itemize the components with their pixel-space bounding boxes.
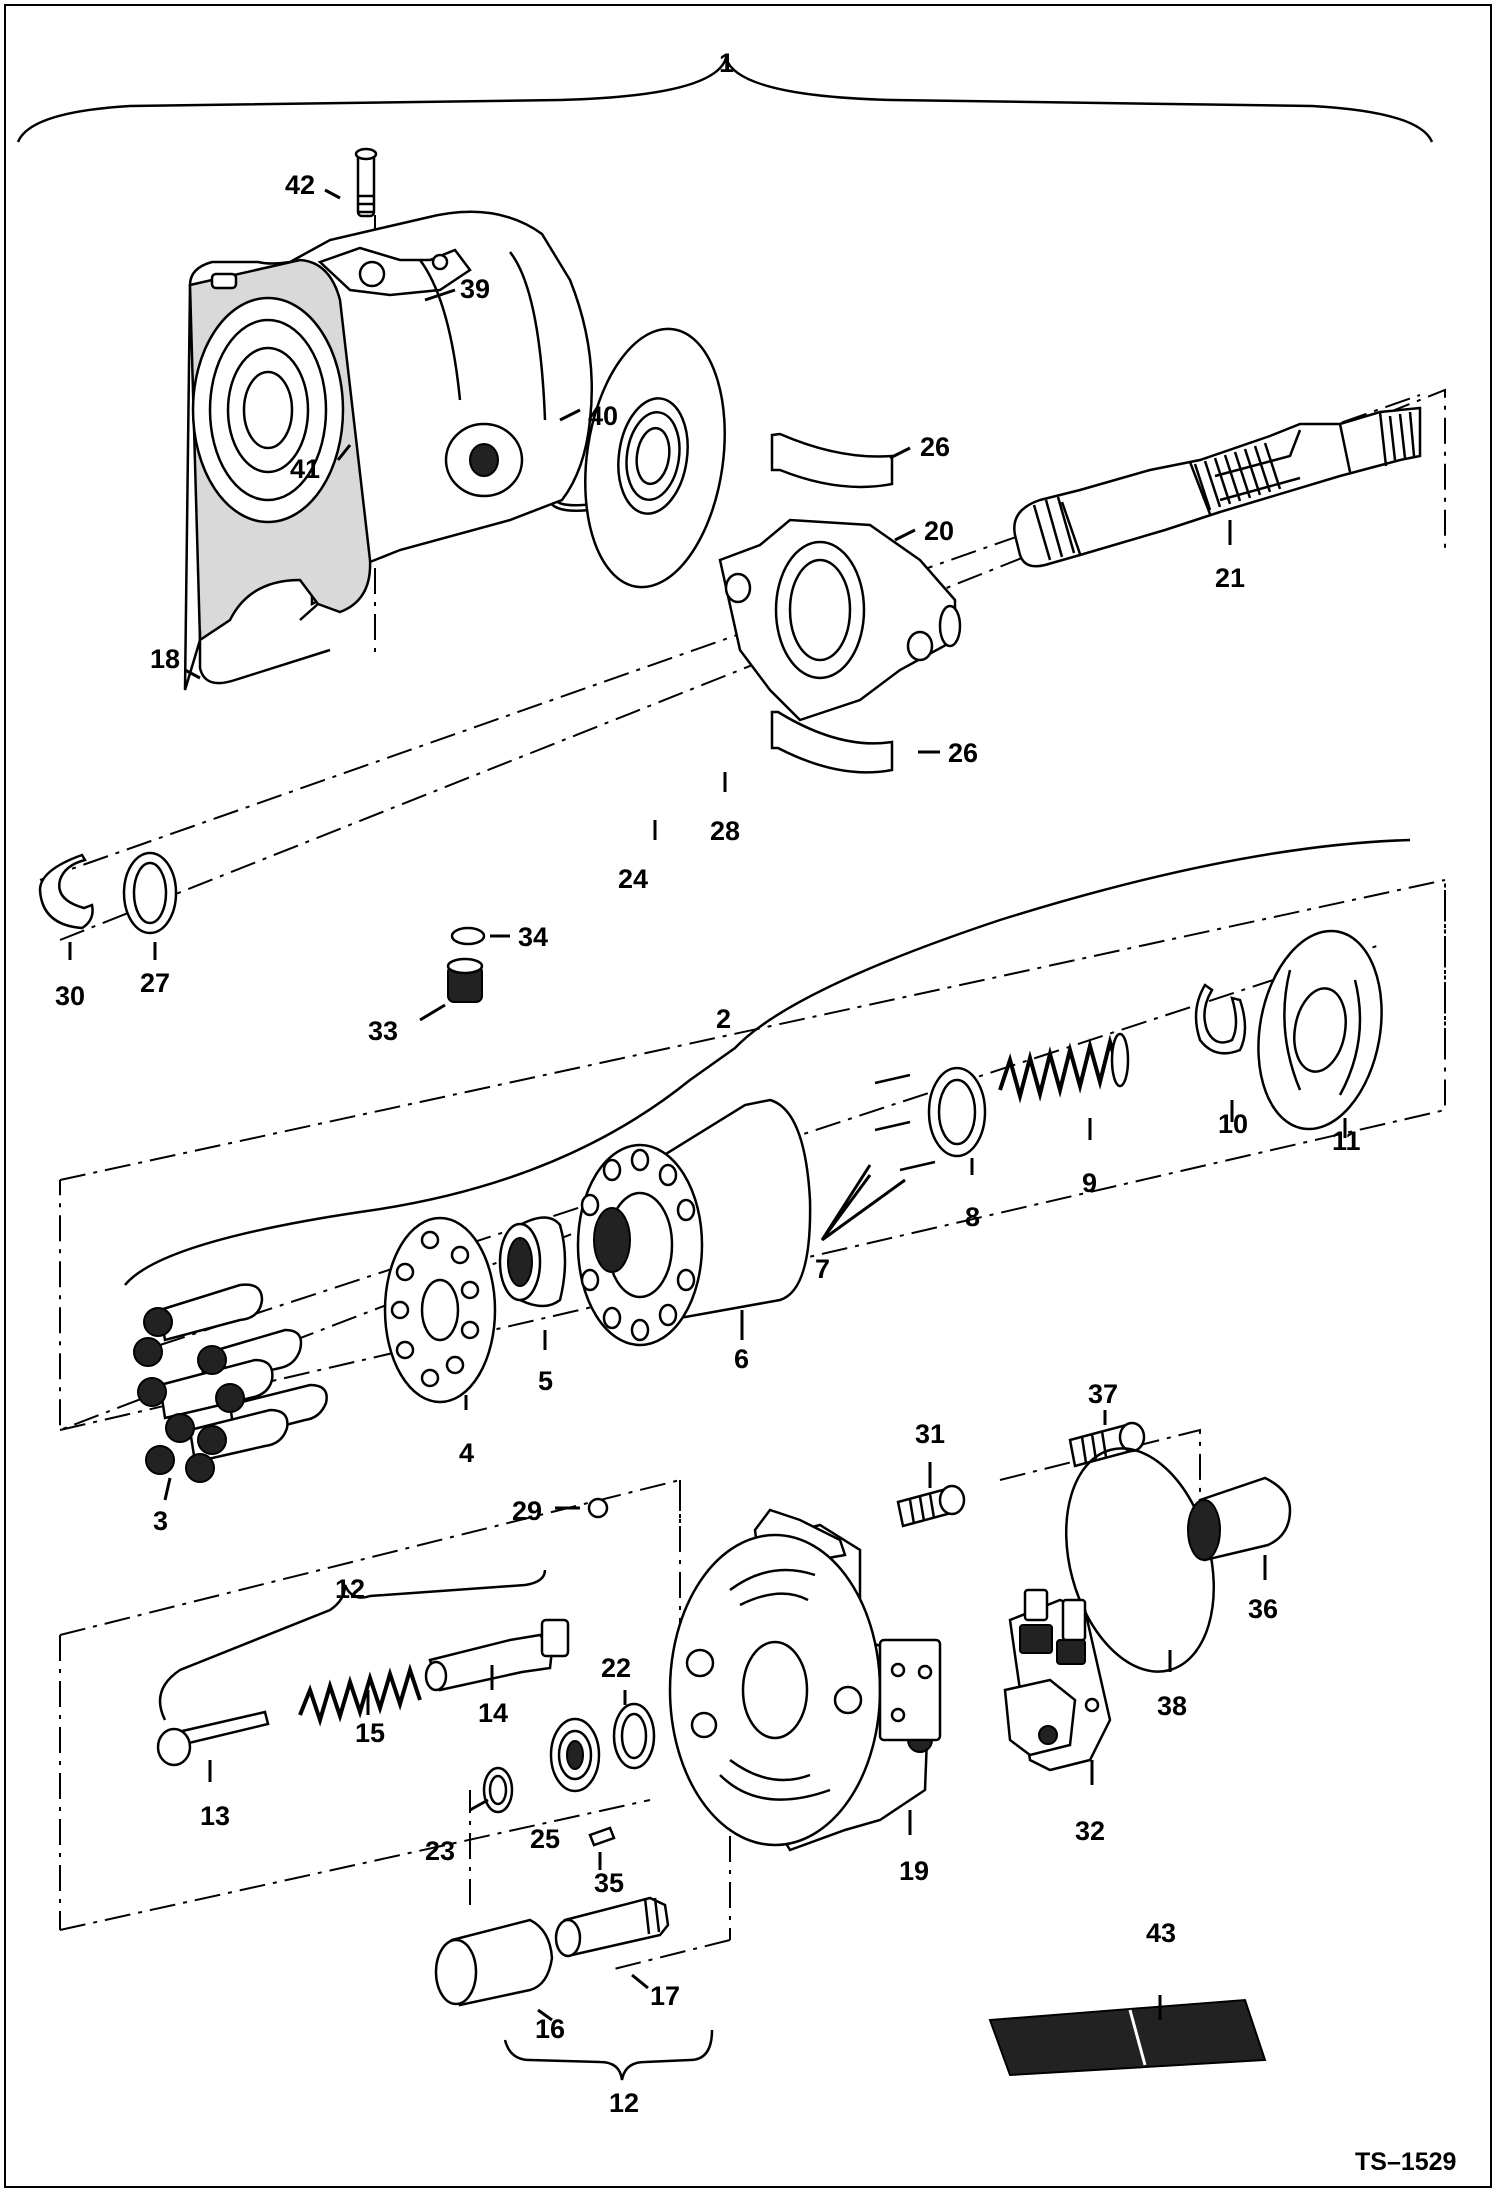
leader-lines	[68, 188, 1347, 2022]
part-26-lower-saddle-bearing	[770, 710, 894, 774]
part-30-snap-ring	[38, 853, 94, 930]
brace-group-12-upper	[158, 1569, 547, 1721]
callout-24: 24	[618, 864, 648, 894]
part-15-spring	[298, 1663, 422, 1727]
callout-38: 38	[1157, 1691, 1187, 1721]
part-27-shaft-seal	[122, 851, 178, 935]
callout-20: 20	[924, 516, 954, 546]
callout-5: 5	[538, 1366, 553, 1396]
callout-25: 25	[530, 1824, 560, 1854]
part-34-o-ring	[450, 926, 486, 946]
rotating-centerline	[159, 944, 1381, 1346]
part-17-spool	[554, 1896, 670, 1958]
valve-plate-box	[59, 1428, 1201, 1971]
part-7-pins	[874, 1073, 936, 1172]
callout-8: 8	[965, 1202, 980, 1232]
callout-41: 41	[290, 454, 320, 484]
callout-37: 37	[1088, 1379, 1118, 1409]
part-4-retainer-plate	[383, 1216, 497, 1404]
callout-43: 43	[1146, 1918, 1176, 1948]
brace-group-12-lower	[503, 2029, 714, 2081]
callout-7: 7	[815, 1254, 830, 1284]
part-35-pin	[588, 1826, 616, 1847]
callout-29: 29	[512, 1496, 542, 1526]
callout-42: 42	[285, 170, 315, 200]
callout-11: 11	[1332, 1126, 1361, 1156]
part-16-plug	[434, 1918, 554, 2007]
callout-13: 13	[200, 1801, 230, 1831]
part-32-control-valve	[1003, 1588, 1112, 1772]
callout-28: 28	[710, 816, 740, 846]
callout-21: 21	[1215, 563, 1245, 593]
callout-6: 6	[734, 1344, 749, 1374]
part-37-screw	[1068, 1421, 1146, 1468]
part-10-retaining-ring	[1194, 983, 1247, 1055]
housing-assembly-box	[59, 388, 1446, 1432]
callout-23: 23	[425, 1836, 455, 1866]
callout-18: 18	[150, 644, 180, 674]
callout-14: 14	[478, 1698, 508, 1728]
callout-9: 9	[1082, 1168, 1097, 1198]
callout-12: 12	[609, 2088, 639, 2118]
part-26-upper-saddle-bearing	[770, 432, 894, 489]
brace-group-1	[16, 53, 1434, 143]
callout-16: 16	[535, 2014, 565, 2044]
part-14-piston	[424, 1618, 570, 1692]
brace-group-2	[124, 838, 1411, 1286]
callout-1: 1	[719, 48, 734, 78]
part-42-bolt	[354, 147, 378, 218]
part-11-port-plate	[1257, 929, 1383, 1131]
part-18-housing	[183, 210, 594, 691]
part-13-pin	[156, 1710, 270, 1767]
part-22-ring	[612, 1702, 656, 1770]
part-29-check-ball	[587, 1497, 609, 1519]
part-20-swashplate	[718, 518, 962, 722]
part-6-cylinder-block	[576, 1098, 812, 1347]
callout-27: 27	[140, 968, 170, 998]
callout-15: 15	[355, 1718, 385, 1748]
part-31-screw	[896, 1484, 966, 1528]
callout-34: 34	[518, 922, 548, 952]
callout-33: 33	[368, 1016, 398, 1046]
callout-32: 32	[1075, 1816, 1105, 1846]
part-43-decal	[988, 1998, 1267, 2077]
callout-35: 35	[594, 1868, 624, 1898]
part-24-bearing-plate	[584, 327, 726, 589]
callout-10: 10	[1218, 1109, 1248, 1139]
part-21-drive-shaft	[1013, 406, 1422, 568]
part-5-spherical-bushing	[498, 1216, 567, 1308]
callout-36: 36	[1248, 1594, 1278, 1624]
callout-3: 3	[153, 1506, 168, 1536]
part-36-needle-bearing	[1187, 1476, 1292, 1562]
callout-labels: 1 42 39 40 41 26 20 21 18 26 28 24 34 30…	[55, 48, 1456, 2176]
part-8-ring	[927, 1066, 987, 1158]
part-25-bearing	[549, 1717, 601, 1793]
rotating-group-box	[59, 879, 1446, 1431]
figure-reference: TS–1529	[1355, 2148, 1456, 2176]
callout-19: 19	[899, 1856, 929, 1886]
part-23-ring	[482, 1766, 514, 1814]
callout-30: 30	[55, 981, 85, 1011]
callout-2: 2	[716, 1004, 731, 1034]
callout-40: 40	[588, 401, 618, 431]
diagram-frame	[4, 4, 1492, 2188]
callout-12: 12	[335, 1574, 365, 1604]
callout-22: 22	[601, 1653, 631, 1683]
callout-26: 26	[920, 432, 950, 462]
callout-4: 4	[459, 1438, 474, 1468]
part-9-spring	[998, 1032, 1130, 1104]
callout-39: 39	[460, 274, 490, 304]
part-33-plug	[446, 957, 484, 1003]
callout-31: 31	[915, 1419, 945, 1449]
part-19-endcap	[668, 1508, 942, 1852]
part-3-pistons	[133, 1283, 328, 1483]
callout-26: 26	[948, 738, 978, 768]
callout-17: 17	[650, 1981, 680, 2011]
